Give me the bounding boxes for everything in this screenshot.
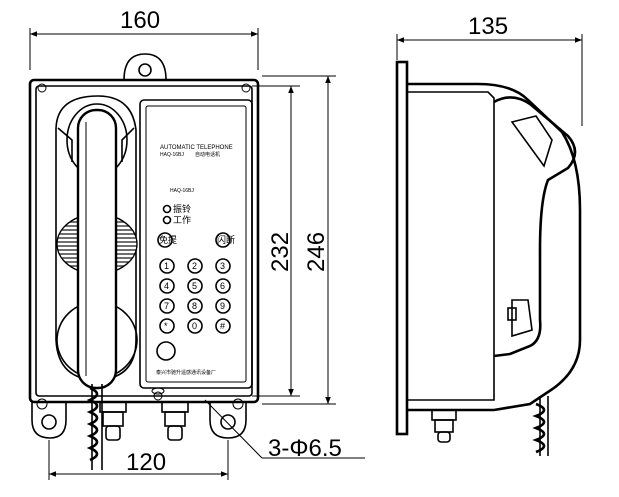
- housing-outer: [28, 78, 260, 404]
- side-cable-gland: [431, 409, 457, 443]
- side-hook: [507, 307, 517, 321]
- side-dimensions: 135: [396, 13, 583, 126]
- key-1[interactable]: [159, 258, 175, 274]
- top-mount-ear: [123, 53, 167, 81]
- corner-screw: [36, 398, 48, 410]
- key-7-label: 7: [164, 301, 169, 311]
- key-1-label: 1: [164, 261, 169, 271]
- dim-holes-label: 3-Φ6.5: [268, 435, 342, 462]
- coiled-cord: [86, 384, 103, 470]
- work-indicator-lamp: [162, 215, 172, 225]
- handset-cradle: [55, 95, 137, 381]
- right-mount-ear: [209, 402, 247, 439]
- key-2-label: 2: [192, 261, 197, 271]
- side-handset: [493, 96, 577, 358]
- ring-indicator-lamp: [162, 204, 172, 214]
- dim-mount-spacing-label: 120: [126, 449, 166, 476]
- key-hash-label: #: [220, 321, 225, 331]
- left-cable-gland: [99, 401, 127, 441]
- side-mouthpiece: [511, 299, 533, 338]
- side-front-face: [407, 91, 495, 401]
- dim-height-inner-label: 232: [267, 232, 294, 272]
- key-6[interactable]: [215, 278, 231, 294]
- key-9-label: 9: [220, 301, 225, 311]
- center-cable-gland: [161, 401, 189, 441]
- key-6-label: 6: [220, 281, 225, 291]
- right-mount-hole: [220, 414, 236, 430]
- key-hash[interactable]: [215, 318, 231, 334]
- side-earpiece: [510, 115, 553, 168]
- handsfree-label: 免提: [159, 234, 177, 245]
- front-view: AUTOMATIC TELEPHONE HAQ-16BJ 自动电话机 HAQ-1…: [28, 53, 260, 470]
- wall-plate: [395, 60, 409, 436]
- left-mount-ear: [31, 402, 67, 439]
- corner-screw: [37, 83, 47, 93]
- dim-width-label: 160: [120, 7, 160, 34]
- work-indicator-label: 工作: [173, 214, 191, 225]
- key-3-label: 3: [220, 261, 225, 271]
- left-mount-hole: [41, 414, 57, 430]
- key-8-label: 8: [192, 301, 197, 311]
- badge: [151, 387, 165, 395]
- key-2[interactable]: [187, 258, 203, 274]
- keypad-panel: [139, 99, 253, 389]
- handsfree-button[interactable]: [157, 232, 173, 248]
- key-0[interactable]: [187, 318, 203, 334]
- key-3[interactable]: [215, 258, 231, 274]
- maker-label: 泰兴市驰升遥感通讯设备厂: [156, 369, 216, 376]
- panel-title-en: AUTOMATIC TELEPHONE: [160, 145, 233, 151]
- keypad-panel-inner: [145, 105, 247, 383]
- flash-label: 闪断: [217, 234, 235, 245]
- corner-screw: [153, 391, 163, 401]
- key-9[interactable]: [215, 298, 231, 314]
- key-7[interactable]: [159, 298, 175, 314]
- key-0-label: 0: [192, 321, 197, 331]
- side-housing: [407, 82, 582, 412]
- key-star[interactable]: [159, 318, 175, 334]
- key-5-label: 5: [192, 281, 197, 291]
- key-8[interactable]: [187, 298, 203, 314]
- dim-height-outer-label: 246: [303, 232, 330, 272]
- key-4[interactable]: [159, 278, 175, 294]
- key-4-label: 4: [164, 281, 169, 291]
- flash-button[interactable]: [215, 232, 231, 248]
- panel-model: HAQ-16BJ: [160, 152, 184, 158]
- top-mount-hole: [138, 63, 152, 77]
- key-star-label: *: [164, 321, 168, 331]
- side-view: [395, 60, 582, 456]
- left-hook-arm: [57, 127, 73, 162]
- dim-depth-label: 135: [468, 13, 508, 40]
- panel-code: HAQ-16BJ: [170, 188, 194, 194]
- panel-title-cn: 自动电话机: [195, 151, 220, 158]
- right-hook-arm: [121, 127, 135, 162]
- front-dimensions: 160 232 246 120 3-Φ6.5: [29, 7, 365, 480]
- hook-button[interactable]: [156, 341, 176, 361]
- ring-indicator-label: 振铃: [173, 203, 191, 214]
- side-coiled-cord: [532, 396, 549, 456]
- corner-screw: [241, 83, 251, 93]
- corner-screw: [232, 398, 244, 410]
- keypad: 1 2 3 4 5 6 7 8 9 * 0 #: [159, 258, 231, 334]
- handset: [76, 108, 118, 390]
- key-5[interactable]: [187, 278, 203, 294]
